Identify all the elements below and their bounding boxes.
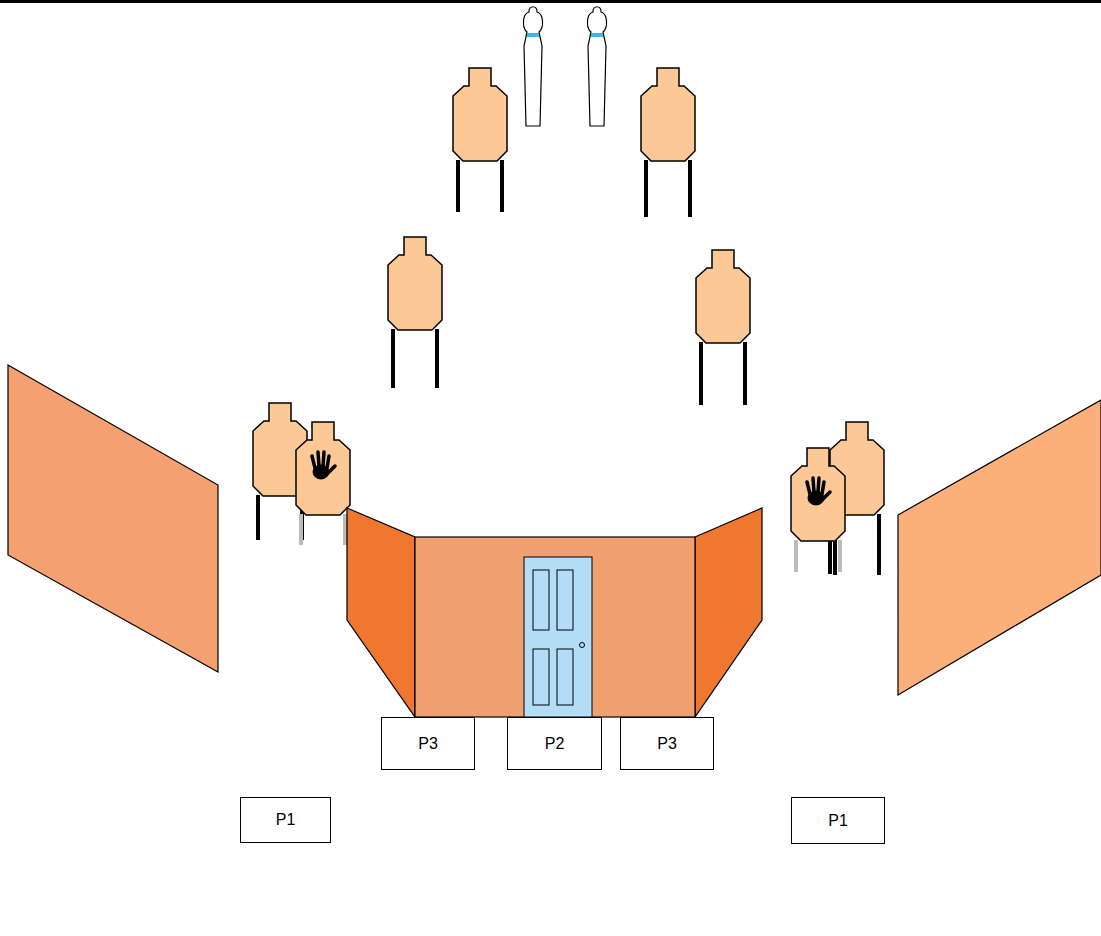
position-box: P1 bbox=[791, 797, 885, 844]
position-box: P2 bbox=[507, 717, 602, 770]
popper-targets bbox=[523, 7, 606, 126]
door bbox=[524, 557, 592, 717]
position-label: P3 bbox=[418, 734, 438, 753]
position-box: P3 bbox=[620, 717, 714, 770]
position-label: P1 bbox=[828, 811, 848, 830]
position-label: P3 bbox=[657, 734, 677, 753]
position-label: P2 bbox=[545, 734, 565, 753]
position-box: P1 bbox=[240, 797, 331, 843]
paper-targets bbox=[253, 68, 884, 575]
position-label: P1 bbox=[276, 810, 296, 829]
walls bbox=[8, 365, 1101, 717]
position-box: P3 bbox=[381, 717, 475, 770]
top-rule bbox=[0, 0, 1101, 3]
